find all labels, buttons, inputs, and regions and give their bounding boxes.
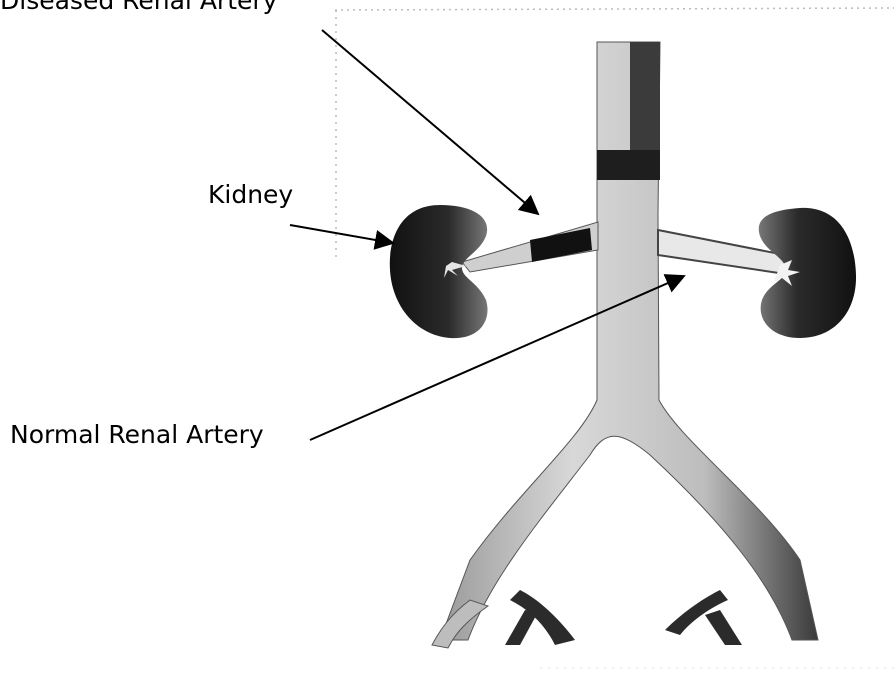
aorta-trunk <box>440 42 818 640</box>
normal-renal-artery-label: Normal Renal Artery <box>10 422 264 447</box>
kidney-label: Kidney <box>208 182 293 207</box>
aorta-dark-band <box>597 150 660 180</box>
arrow-kidney <box>290 225 393 243</box>
aorta-top-shade <box>630 42 660 150</box>
aorta <box>432 42 818 648</box>
arrow-diseased-renal-artery <box>322 30 538 214</box>
diseased-renal-artery-label: Diseased Renal Artery <box>0 0 277 13</box>
left-iliac-branch-down <box>505 610 538 645</box>
right-iliac-branch-down <box>705 610 742 645</box>
dotted-guide-top <box>335 8 894 10</box>
